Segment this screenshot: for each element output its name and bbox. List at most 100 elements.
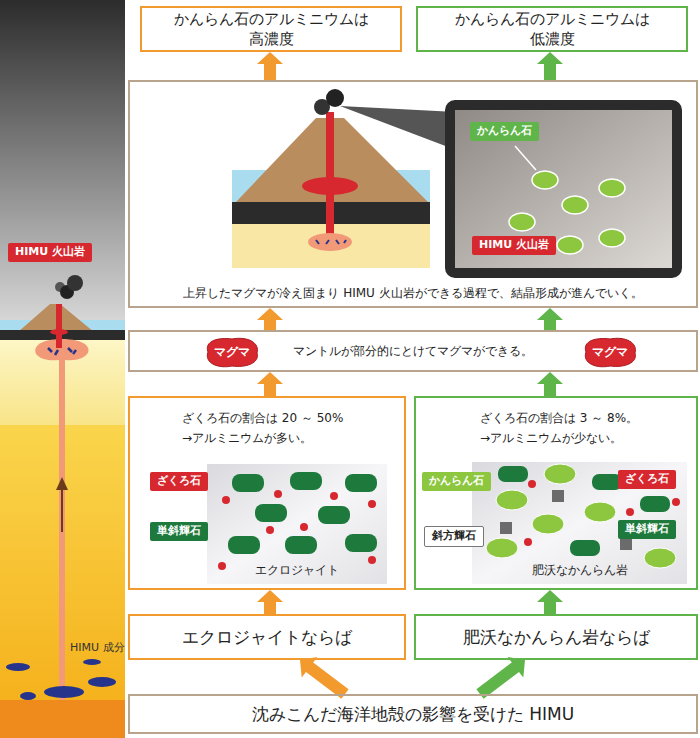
illustration-part [626, 508, 634, 516]
illustration-part [455, 110, 672, 268]
illustration-part [318, 506, 350, 524]
mineral-tag: かんらん石 [422, 472, 491, 491]
node-text: →アルミニウムが少ない。 [480, 428, 696, 448]
illustration-part [0, 700, 125, 738]
illustration-part [228, 536, 260, 554]
node-text: 肥沃なかんらん岩 [472, 562, 687, 578]
node-text: かんらん石のアルミニウムは [418, 9, 686, 29]
rock-sample: 肥沃なかんらん岩かんらん石ざくろ石斜方輝石単斜輝石 [472, 462, 687, 584]
node-text: HIMU 火山岩 [15, 245, 85, 260]
illustration-part [620, 538, 632, 550]
mantle-column [0, 0, 125, 738]
illustration-part [496, 490, 528, 510]
mineral-tag: ざくろ石 [618, 470, 676, 489]
illustration-part [302, 177, 358, 195]
magma-blob: マグマ [580, 335, 640, 369]
node-text: マグマ [202, 344, 262, 360]
illustration-part [56, 304, 62, 348]
illustration-part [48, 348, 76, 355]
mineral-tag: 単斜輝石 [618, 520, 676, 539]
illustration-part [486, 538, 518, 558]
node-text: 低濃度 [418, 29, 686, 49]
volcano-scene [232, 89, 682, 278]
node-text: 沈みこんだ海洋地殻の影響を受けた HIMU [130, 703, 696, 726]
illustration-part [207, 464, 387, 584]
illustration-part [44, 686, 84, 698]
illustration-part [532, 171, 558, 189]
illustration-part [486, 464, 676, 568]
illustration-part [50, 329, 68, 335]
illustration-part [228, 472, 377, 554]
node-text: 上昇したマグマが冷え固まり HIMU 火山岩ができる過程で、結晶形成が進んでいく… [130, 285, 696, 301]
illustration-part [345, 534, 377, 552]
illustration-part [300, 523, 308, 531]
peridotite-rock [472, 462, 687, 584]
illustration-part [326, 112, 334, 234]
illustration-part [326, 89, 344, 107]
block-arrow [300, 657, 349, 699]
illustration-part [56, 477, 68, 490]
illustration-part [83, 659, 101, 665]
illustration-part [498, 466, 670, 556]
node-text: かんらん石のアルミニウムは [142, 9, 400, 29]
node-text: ざくろ石の割合は 20 ～ 50% [182, 408, 404, 428]
illustration-part [524, 480, 680, 546]
mineral-tag: 斜方輝石 [424, 526, 484, 547]
illustration-part [500, 490, 632, 550]
block-arrow [537, 52, 563, 80]
node-text: かんらん石 [429, 474, 484, 489]
node-text: エクロジャイトならば [130, 626, 404, 649]
illustration-part [330, 492, 338, 500]
illustration-part [562, 196, 588, 214]
node-text: ざくろ石 [625, 472, 669, 487]
illustration-part [500, 522, 512, 534]
illustration-part [570, 540, 600, 556]
case-box: 肥沃なかんらん岩ならば [414, 614, 698, 660]
process-panel: 上昇したマグマが冷え固まり HIMU 火山岩ができる過程で、結晶形成が進んでいく… [128, 80, 698, 308]
illustration-part [544, 464, 576, 484]
illustration-part [509, 213, 535, 231]
rock-tag: HIMU 火山岩 [8, 243, 92, 262]
illustration-part [266, 526, 274, 534]
illustration-part [528, 480, 536, 488]
result-box: かんらん石のアルミニウムは低濃度 [416, 6, 688, 52]
illustration-part [232, 474, 264, 492]
illustration-part [88, 677, 116, 687]
block-arrow [257, 308, 283, 330]
block-arrow [476, 657, 525, 699]
node-text: HIMU 火山岩 [479, 238, 549, 253]
illustration-part [274, 490, 282, 498]
illustration-part [20, 692, 36, 700]
illustration-part [61, 486, 63, 532]
origin-box: 沈みこんだ海洋地殻の影響を受けた HIMU [128, 694, 698, 734]
block-arrow [257, 590, 283, 614]
illustration-part [672, 498, 680, 506]
illustration-part [218, 562, 226, 570]
illustration-part [368, 556, 376, 564]
illustration-part [255, 504, 287, 522]
illustration-part [640, 496, 670, 512]
condition-box: ざくろ石の割合は 3 ～ 8%。→アルミニウムが少ない。肥沃なかんらん岩かんらん… [414, 396, 698, 590]
illustration-part [552, 490, 564, 502]
magma-blob: マグマ [202, 335, 262, 369]
illustration-part [515, 146, 536, 170]
block-arrow [537, 590, 563, 614]
illustration-part [599, 179, 625, 197]
illustration-part [472, 462, 687, 584]
result-box: かんらん石のアルミニウムは高濃度 [140, 6, 402, 52]
node-text: マグマ [580, 344, 640, 360]
illustration-part [498, 466, 528, 482]
illustration-part [557, 236, 583, 254]
node-text: ざくろ石の割合は 3 ～ 8%。 [480, 408, 696, 428]
illustration-part [290, 472, 322, 490]
illustration-part [285, 536, 317, 554]
block-arrow [257, 52, 283, 80]
node-text: ざくろ石 [157, 474, 201, 489]
rock-sample: エクロジャイトざくろ石単斜輝石 [207, 464, 387, 584]
illustration-part [67, 275, 83, 291]
node-text: 高濃度 [142, 29, 400, 49]
rock-tag: HIMU 火山岩 [472, 236, 556, 255]
illustration-part [532, 514, 564, 534]
illustration-part [345, 474, 377, 492]
node-text: 肥沃なかんらん岩ならば [416, 626, 696, 649]
